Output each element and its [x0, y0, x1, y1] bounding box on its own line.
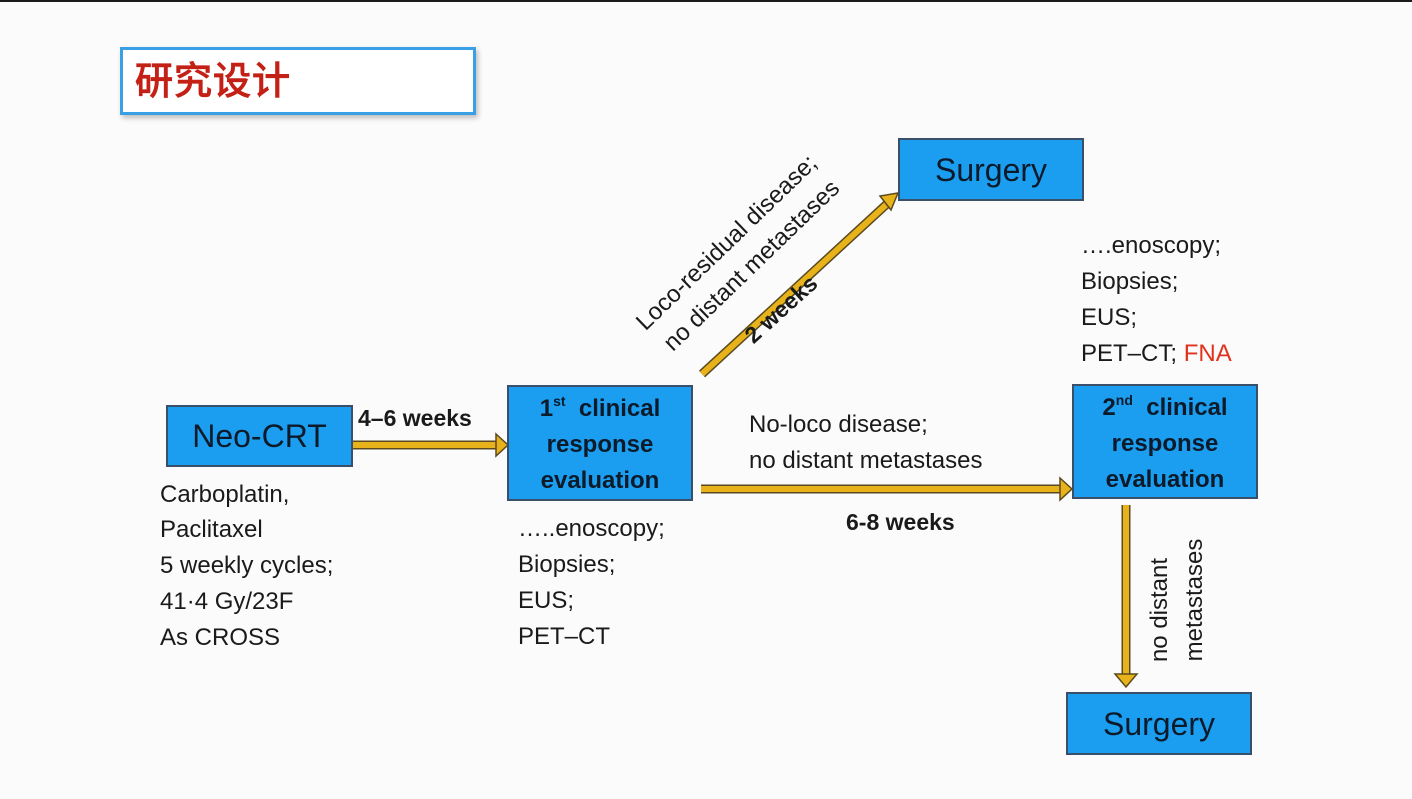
top-border: [0, 0, 1412, 2]
surgery-top-box: Surgery: [898, 138, 1084, 201]
neo-crt-detail-5: As CROSS: [160, 624, 281, 651]
surgery-bottom-label: Surgery: [1102, 705, 1216, 742]
eval1-box: 1st clinical response evaluation: [507, 385, 693, 501]
eval2-line3: evaluation: [1105, 466, 1225, 493]
label-no-loco-1: No-loco disease;: [749, 411, 928, 438]
neo-crt-label: Neo-CRT: [192, 418, 327, 454]
label-vert-2: metastases: [1181, 538, 1208, 662]
eval2-detail-4: PET–CT; FNA: [1081, 336, 1232, 372]
page-title: 研究设计: [135, 58, 292, 103]
eval1-detail-1: …..enoscopy;: [518, 515, 665, 542]
neo-crt-detail-4: 41·4 Gy/23F: [160, 588, 294, 615]
eval1-detail-4: PET–CT: [518, 623, 611, 650]
neo-crt-box: Neo-CRT: [166, 405, 353, 467]
arrow-eval2-to-surgery: [1113, 505, 1139, 689]
label-4-6-weeks: 4–6 weeks: [358, 405, 472, 431]
fna-highlight: FNA: [1183, 340, 1232, 367]
title-box: 研究设计: [120, 47, 476, 115]
eval1-line2: response: [546, 431, 654, 458]
eval2-detail-1: ….enoscopy;: [1081, 232, 1222, 259]
eval2-title: 2nd clinical: [1074, 390, 1256, 426]
eval2-detail-3: EUS;: [1081, 304, 1138, 331]
eval1-line3: evaluation: [540, 467, 660, 494]
eval1-line1: clinical: [578, 395, 661, 422]
surgery-top-label: Surgery: [934, 151, 1048, 188]
eval2-sup: nd: [1115, 392, 1133, 408]
eval1-title: 1st clinical: [509, 391, 691, 427]
eval2-ordinal: 2: [1102, 394, 1116, 421]
label-vert-1: no distant: [1146, 557, 1173, 663]
eval2-line2: response: [1111, 430, 1219, 457]
eval1-ordinal: 1: [539, 395, 554, 422]
eval2-detail-4-prefix: PET–CT;: [1081, 340, 1178, 367]
eval1-detail-3: EUS;: [518, 587, 575, 614]
arrow-eval1-to-surgery: [698, 192, 900, 378]
eval2-box: 2nd clinical response evaluation: [1072, 384, 1258, 499]
neo-crt-detail-1: Carboplatin,: [160, 481, 290, 508]
eval2-detail-2: Biopsies;: [1081, 268, 1179, 295]
label-6-8-weeks: 6-8 weeks: [846, 509, 955, 535]
arrow-eval1-to-eval2: [701, 476, 1074, 502]
neo-crt-detail-3: 5 weekly cycles;: [160, 552, 334, 579]
eval2-line1: clinical: [1146, 394, 1228, 421]
eval1-sup: st: [553, 393, 566, 409]
label-no-loco-2: no distant metastases: [749, 447, 983, 474]
eval1-detail-2: Biopsies;: [518, 551, 616, 578]
neo-crt-detail-2: Paclitaxel: [160, 516, 263, 543]
surgery-bottom-box: Surgery: [1066, 692, 1252, 755]
arrow-neo-to-eval1: [353, 432, 510, 458]
